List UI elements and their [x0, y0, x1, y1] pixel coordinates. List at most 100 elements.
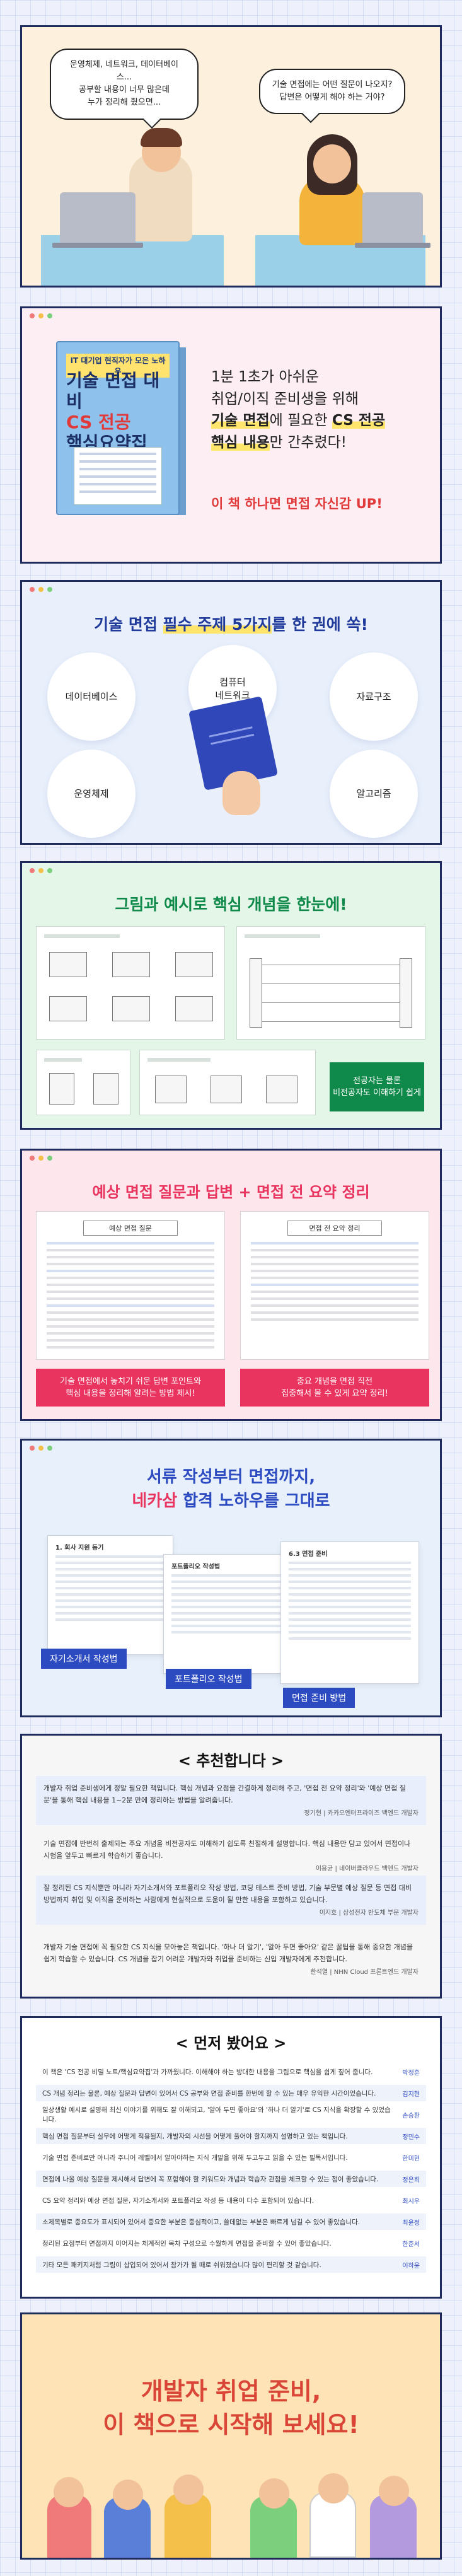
reviews-title: < 먼저 봤어요 >	[22, 2031, 440, 2053]
resume-sheet-1: 1. 회사 지원 동기	[47, 1535, 173, 1655]
chevron-left-icon: <	[178, 1752, 197, 1770]
book-title: 기술 면접 대비 CS 전공 핵심요약집	[66, 370, 172, 453]
desc-highlight: CS 전공	[332, 412, 386, 429]
window-dot-icon	[30, 587, 35, 592]
person-head	[259, 2478, 289, 2509]
chevron-right-icon: >	[268, 2034, 287, 2052]
resume-section: 서류 작성부터 면접까지, 네카삼 합격 노하우를 그대로 1. 회사 지원 동…	[20, 1439, 442, 1717]
speech-bubble-right: 기술 면접에는 어떤 질문이 나오지? 답변은 어떻게 해야 하는 거야?	[259, 69, 405, 115]
review-name: 한준서	[402, 2241, 420, 2248]
person-head	[54, 2477, 84, 2507]
qa-doc-left-header: 예상 면접 질문	[83, 1221, 178, 1236]
window-bar	[22, 582, 440, 597]
quote-text: 개발자 취업 준비생에게 정말 필요한 책입니다. 핵심 개념과 요점을 간결하…	[43, 1784, 406, 1805]
review-name: 박정훈	[402, 2069, 420, 2077]
bubble-right-line: 기술 면접에는 어떤 질문이 나오지?	[272, 80, 393, 90]
book-desc-line: 1분 1초가 아쉬운	[211, 369, 319, 385]
chevron-left-icon: <	[175, 2034, 194, 2052]
review-text: 일상생활 예시로 설명해 최신 이야기를 위해도 잘 이해되고, '알아 두면 …	[42, 2106, 391, 2123]
qa-doc-right-header: 면접 전 요약 정리	[287, 1221, 382, 1236]
review-text: 정리된 요점부터 면접까지 이어지는 체계적인 목차 구성으로 수월하게 면접을…	[42, 2239, 332, 2248]
quote-text: 잘 정리된 CS 지식뿐만 아니라 자기소개서와 포트폴리오 작성 방법, 코딩…	[43, 1884, 412, 1905]
resume-title-line: 네카삼 합격 노하우를 그대로	[22, 1490, 440, 1514]
final-headline: 개발자 취업 준비, 이 책으로 시작해 보세요!	[22, 2375, 440, 2442]
person-left-hair	[141, 128, 182, 147]
review-text: 기술 면접 준비로만 아니라 주니어 레벨에서 알아야하는 지식 개발을 위해 …	[42, 2154, 348, 2162]
sheet-title: 6.3 면접 준비	[289, 1551, 328, 1558]
final-line: 이 책으로 시작해 보세요!	[103, 2411, 359, 2439]
bubble-left-line: 공부할 내용이 너무 많은데	[79, 85, 170, 95]
confidence-headline: 이 책 하나면 면접 자신감 UP!	[211, 496, 383, 511]
callout-line: 비전공자도 이해하기 쉽게	[333, 1088, 421, 1098]
resume-title-rest: 합격 노하우를 그대로	[177, 1491, 330, 1511]
figure-diagram-1	[36, 926, 225, 1040]
callout-line: 전공자는 물론	[353, 1076, 401, 1086]
review-text: 면접에 나올 예상 질문을 제시해서 답변에 꼭 포함해야 할 키워드와 개념과…	[42, 2175, 379, 2183]
person-head	[318, 2473, 349, 2503]
review-name: 김지현	[402, 2091, 420, 2098]
bubble-left-line: 누가 정리해 줬으면...	[87, 98, 161, 108]
laptop-left-icon	[52, 192, 143, 248]
figures-callout: 전공자는 물론 비전공자도 이해하기 쉽게	[330, 1062, 424, 1111]
resume-title-accent: 네카삼	[132, 1491, 178, 1511]
resume-sheet-2: 포트폴리오 작성법	[163, 1554, 289, 1674]
book-desc-line: 기술 면접에 필요한 CS 전공	[211, 410, 425, 432]
person-right-head	[313, 144, 351, 183]
window-dot-icon	[38, 587, 43, 592]
resume-sheet-3: 6.3 면접 준비	[280, 1541, 419, 1684]
review-name: 최윤정	[402, 2219, 420, 2227]
quote-author: 한석열 | NHN Cloud 프론트엔드 개발자	[310, 1968, 419, 1976]
review-item: 핵심 면접 질문부터 실무에 어떻게 적용될지, 개발자의 시선을 어떻게 풀어…	[36, 2128, 426, 2144]
book-cover-paper	[74, 447, 162, 505]
callout-line: 집중해서 볼 수 있게 요약 정리!	[281, 1389, 388, 1398]
topic-database: 데이터베이스	[47, 653, 136, 741]
topic-algorithm: 알고리즘	[330, 750, 418, 838]
review-name: 한미현	[402, 2155, 420, 2162]
review-name: 이하윤	[402, 2262, 420, 2270]
window-dot-icon	[30, 868, 35, 873]
review-text: 이 책은 'CS 전공 비밀 노트/핵심요약집'과 가까웠니다. 이해해야 하는…	[42, 2068, 373, 2076]
window-dot-icon	[47, 1156, 52, 1161]
recommend-quote: 개발자 취업 준비생에게 정말 필요한 책입니다. 핵심 개념과 요점을 간결하…	[36, 1776, 426, 1825]
figure-diagram-3	[36, 1050, 130, 1115]
final-section: 개발자 취업 준비, 이 책으로 시작해 보세요!	[20, 2312, 442, 2560]
qa-section: 예상 면접 질문과 답변 + 면접 전 요약 정리 예상 면접 질문 면접 전 …	[20, 1149, 442, 1421]
window-bar	[22, 1151, 440, 1166]
bubble-right-line: 답변은 어떻게 해야 하는 거야?	[279, 93, 385, 103]
topic-data-structure: 자료구조	[330, 653, 418, 741]
review-item: 기타 모든 패키지처럼 그림이 삽입되어 있어서 참가가 될 때로 쉬워졌습니다…	[36, 2256, 426, 2273]
reviews-section: < 먼저 봤어요 > 이 책은 'CS 전공 비밀 노트/핵심요약집'과 가까웠…	[20, 2016, 442, 2299]
window-dot-icon	[47, 868, 52, 873]
window-dot-icon	[30, 313, 35, 318]
qa-callout-right: 중요 개념을 면접 직전 집중해서 볼 수 있게 요약 정리!	[240, 1369, 429, 1407]
review-text: CS 요약 정리와 예상 면접 질문, 자기소개서와 포트폴리오 작성 등 내용…	[42, 2196, 315, 2205]
window-dot-icon	[47, 587, 52, 592]
tag-resume: 자기소개서 작성법	[41, 1649, 127, 1669]
callout-line: 핵심 내용을 정리해 알려는 방법 제시!	[66, 1389, 195, 1398]
review-name: 정민수	[402, 2133, 420, 2141]
review-item: 이 책은 'CS 전공 비밀 노트/핵심요약집'과 가까웠니다. 이해해야 하는…	[36, 2063, 426, 2080]
book-section: IT 대기업 현직자가 모은 노하우 기술 면접 대비 CS 전공 핵심요약집 …	[20, 306, 442, 564]
book-cover: IT 대기업 현직자가 모은 노하우 기술 면접 대비 CS 전공 핵심요약집	[56, 341, 180, 515]
book-title-line: 기술 면접 대비	[66, 370, 160, 412]
topics-section: 기술 면접 필수 주제 5가지를 한 권에 쏙! 데이터베이스 컴퓨터 네트워크…	[20, 580, 442, 845]
window-dot-icon	[47, 1446, 52, 1451]
quote-text: 개발자 기술 면접에 꼭 필요한 CS 지식을 모아놓은 책입니다. '하나 더…	[43, 1943, 413, 1964]
callout-line: 기술 면접에서 놓치기 쉬운 답변 포인트와	[60, 1376, 201, 1386]
book-desc-line: 취업/이직 준비생을 위해	[211, 390, 359, 407]
window-bar	[22, 863, 440, 878]
window-dot-icon	[38, 1156, 43, 1161]
recommend-quote: 개발자 기술 면접에 꼭 필요한 CS 지식을 모아놓은 책입니다. '하나 더…	[36, 1935, 426, 1984]
figure-diagram-2	[236, 926, 425, 1040]
reviews-title-text: 먼저 봤어요	[193, 2034, 269, 2052]
figure-diagram-4	[139, 1050, 316, 1115]
quote-author: 이용균 | 네이버클라우드 백엔드 개발자	[315, 1865, 419, 1872]
review-item: 일상생활 예시로 설명해 최신 이야기를 위해도 잘 이해되고, '알아 두면 …	[36, 2106, 426, 2123]
tag-interview: 면접 준비 방법	[283, 1688, 355, 1708]
review-item: 기술 면접 준비로만 아니라 주니어 레벨에서 알아야하는 지식 개발을 위해 …	[36, 2149, 426, 2166]
topics-title: 기술 면접 필수 주제 5가지를 한 권에 쏙!	[22, 612, 440, 635]
window-dot-icon	[38, 868, 43, 873]
window-dot-icon	[30, 1156, 35, 1161]
book-description: 1분 1초가 아쉬운 취업/이직 준비생을 위해 기술 면접에 필요한 CS 전…	[211, 366, 425, 453]
